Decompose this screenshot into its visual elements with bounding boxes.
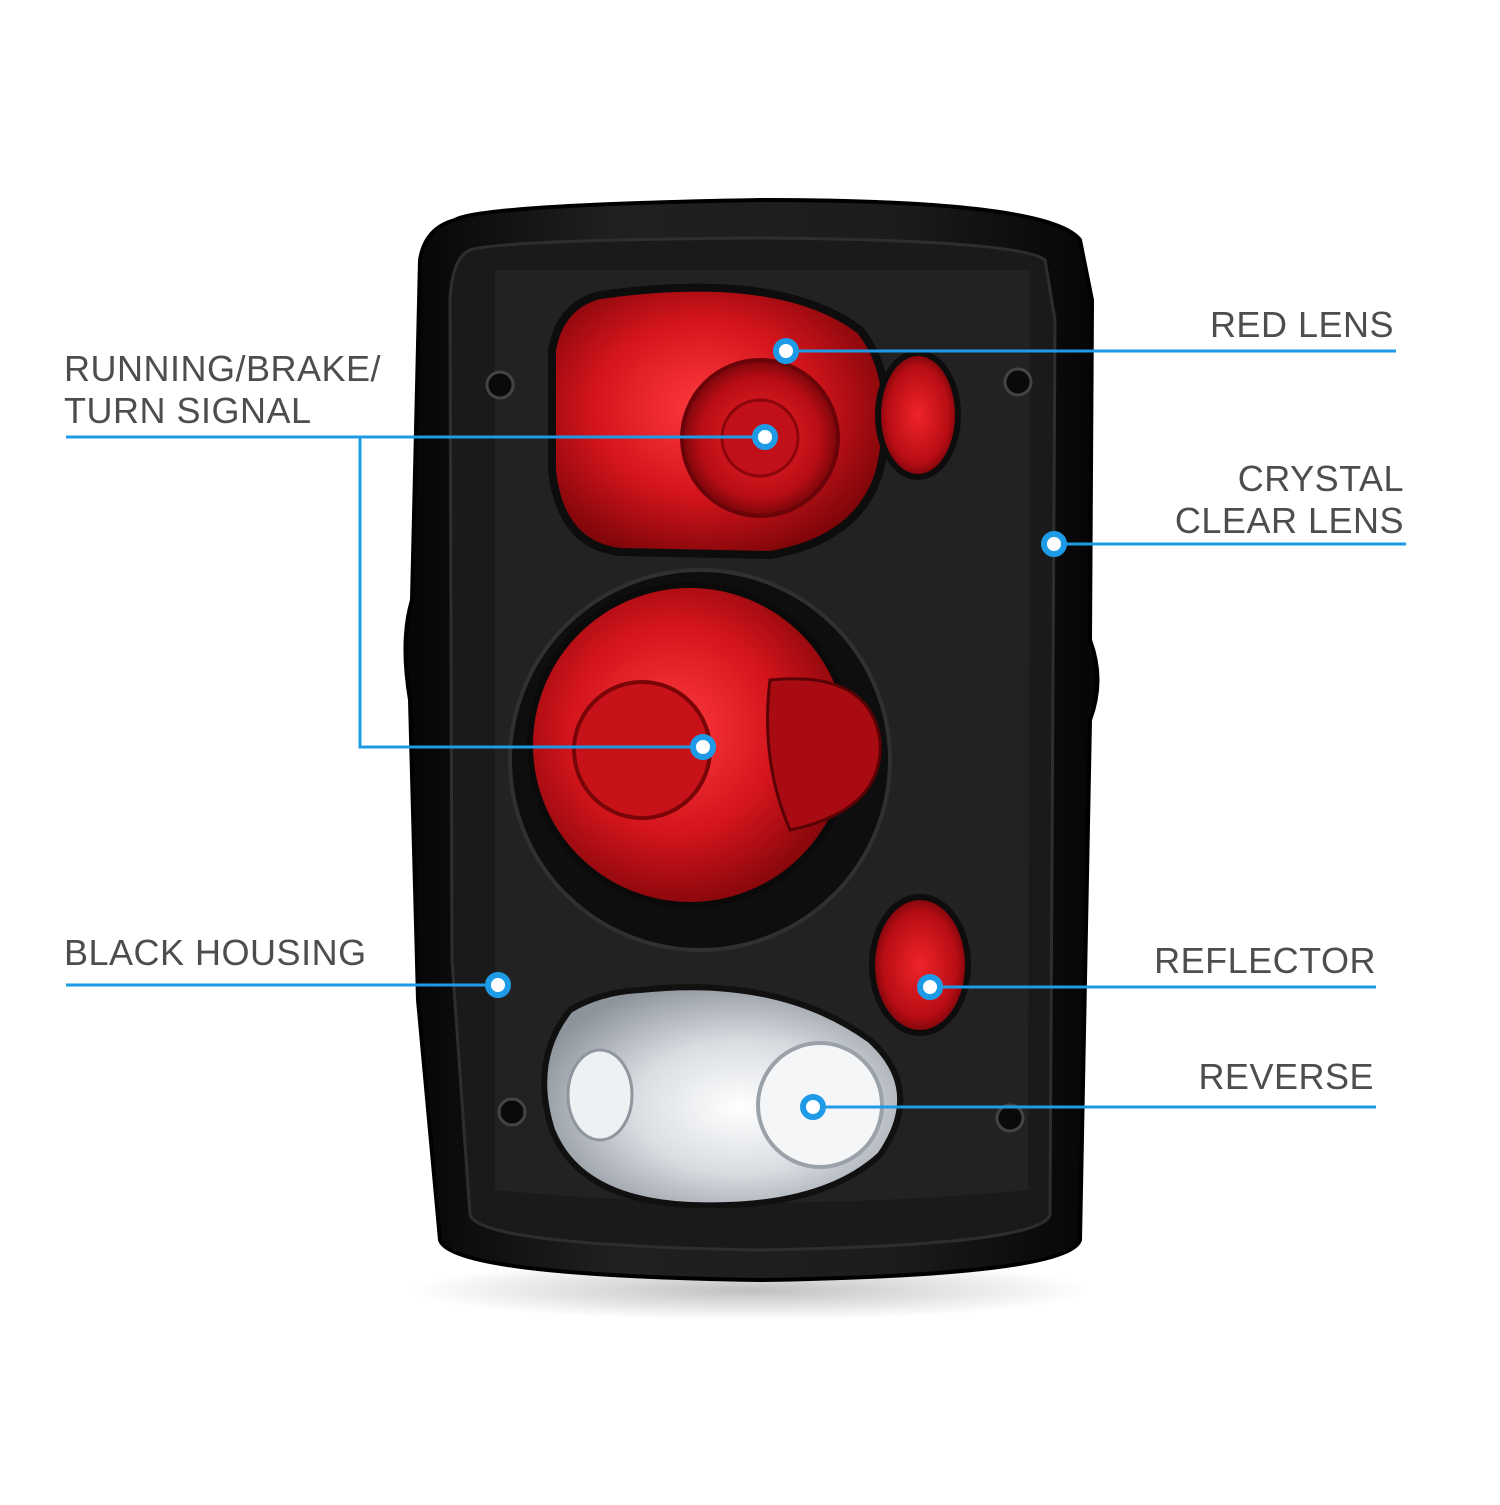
- callout-dot-reverse: [800, 1094, 826, 1120]
- label-red-lens: RED LENS: [1210, 304, 1394, 346]
- mounting-screws: [485, 367, 1033, 1133]
- label-reflector-text: REFLECTOR: [1154, 940, 1376, 981]
- middle-lens-bulb-housing: [766, 677, 882, 832]
- callout-dot-reflector: [917, 974, 943, 1000]
- label-running-line2: TURN SIGNAL: [64, 390, 312, 431]
- callout-lines: [66, 349, 1406, 1109]
- callout-dot-running-top: [752, 424, 778, 450]
- callout-dot-running-middle: [690, 734, 716, 760]
- label-red-lens-text: RED LENS: [1209, 304, 1394, 345]
- label-crystal-line2: CLEAR LENS: [1174, 500, 1404, 541]
- label-black-housing-text: BLACK HOUSING: [64, 932, 367, 973]
- reflector: [869, 894, 971, 1036]
- reverse-lens-side-cup: [566, 1048, 634, 1142]
- callout-line-running-branch: [358, 437, 703, 749]
- label-crystal-clear-lens: CRYSTAL CLEAR LENS: [1175, 458, 1404, 542]
- upper-side-reflector: [875, 350, 961, 480]
- label-reverse: REVERSE: [1198, 1056, 1374, 1098]
- label-reflector: REFLECTOR: [1154, 940, 1376, 982]
- callout-dot-red-lens: [773, 338, 799, 364]
- callout-dots: [485, 338, 1067, 1120]
- label-running-line1: RUNNING/BRAKE/: [64, 348, 382, 389]
- label-black-housing: BLACK HOUSING: [64, 932, 367, 974]
- label-running-brake-turn: RUNNING/BRAKE/ TURN SIGNAL: [64, 348, 381, 432]
- label-crystal-line1: CRYSTAL: [1237, 458, 1404, 499]
- callout-dot-housing: [485, 972, 511, 998]
- callout-dot-crystal: [1041, 531, 1067, 557]
- middle-lens-center: [572, 680, 712, 820]
- label-reverse-text: REVERSE: [1198, 1056, 1374, 1097]
